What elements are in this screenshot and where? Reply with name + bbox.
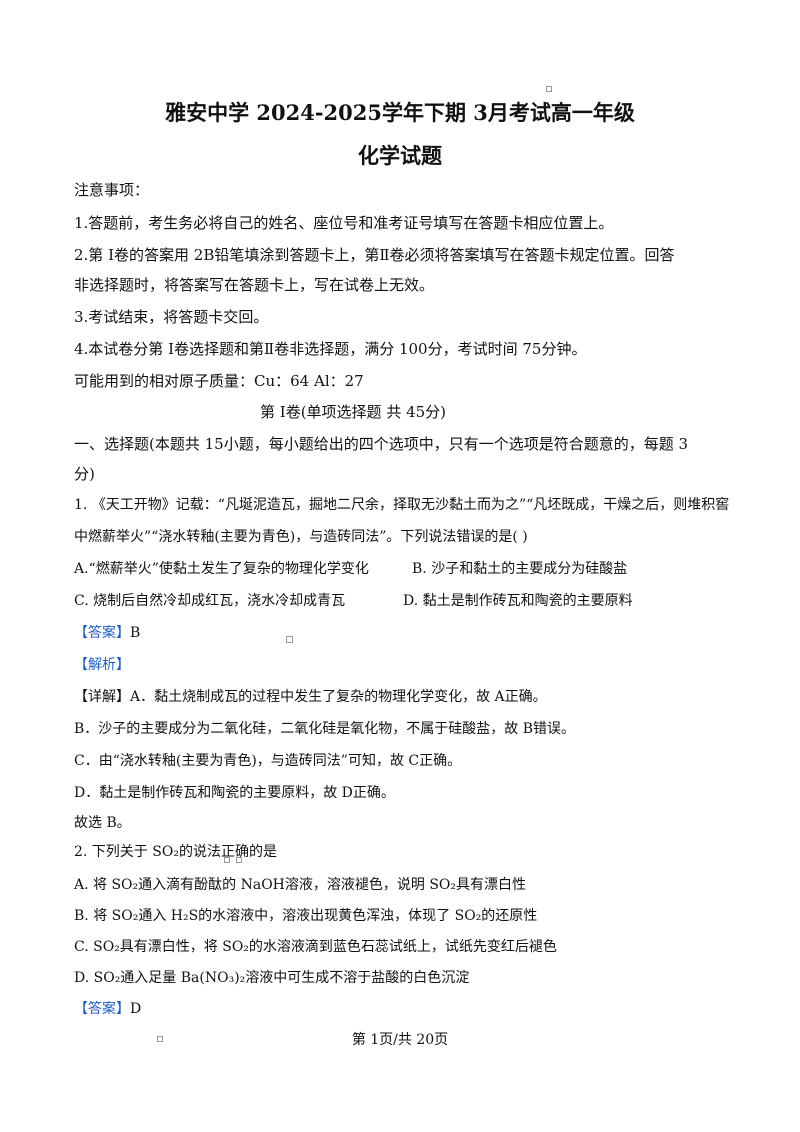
atomic-mass-note: 可能用到的相对原子质量：Cu：64 Al：27 [74,372,364,390]
q2-option-c: C. SO₂具有漂白性，将 SO₂的水溶液滴到蓝色石蕊试纸上，试纸先变红后褪色 [74,939,557,955]
q1-detail-d: D．黏土是制作砖瓦和陶瓷的主要原料，故 D正确。 [74,785,395,801]
section-heading: 第 I卷(单项选择题 共 45分) [260,403,447,421]
page-number: 第 1页/共 20页 [351,1032,449,1048]
q1-stem-cont: 中燃薪举火”“浇水转釉(主要为青色)，与造砖同法”。下列说法错误的是( ) [74,529,528,545]
q1-option-a: A.“燃薪举火”使黏土发生了复杂的物理化学变化 [74,561,369,577]
section-instructions-cont: 分) [74,465,95,483]
answer-value: D [130,1001,142,1017]
scan-mark [157,1036,163,1042]
q2-option-b: B. 将 SO₂通入 H₂S的水溶液中，溶液出现黄色浑浊，体现了 SO₂的还原性 [74,908,538,924]
notice-item-4: 4.本试卷分第 I卷选择题和第Ⅱ卷非选择题，满分 100分，考试时间 75分钟。 [74,340,587,358]
q2-option-a: A. 将 SO₂通入滴有酚酞的 NaOH溶液，溶液褪色，说明 SO₂具有漂白性 [74,877,527,893]
q1-detail-c: C．由“浇水转釉(主要为青色)，与造砖同法”可知，故 C正确。 [74,753,462,769]
q1-detail-a: 【详解】A．黏土烧制成瓦的过程中发生了复杂的物理化学变化，故 A正确。 [74,686,547,706]
notice-item-3: 3.考试结束，将答题卡交回。 [74,308,269,326]
detail-a-text: A．黏土烧制成瓦的过程中发生了复杂的物理化学变化，故 A正确。 [130,689,547,705]
q1-option-d: D. 黏土是制作砖瓦和陶瓷的主要原料 [403,593,633,609]
notice-item-2b: 非选择题时，将答案写在答题卡上，写在试卷上无效。 [74,276,435,294]
exam-title: 雅安中学 2024-2025学年下期 3月考试高一年级 [165,100,635,125]
q2-option-d: D. SO₂通入足量 Ba(NO₃)₂溶液中可生成不溶于盐酸的白色沉淀 [74,970,470,986]
answer-value: B [130,625,141,641]
exam-subtitle: 化学试题 [358,143,442,168]
q1-answer: 【答案】B [74,622,140,642]
q1-stem: 1. 《天工开物》记载：“凡埏泥造瓦，掘地二尺余，择取无沙黏土而为之”“凡坯既成… [74,497,730,513]
scan-mark [286,636,293,643]
q1-detail-b: B．沙子的主要成分为二氧化硅，二氧化硅是氧化物，不属于硅酸盐，故 B错误。 [74,721,576,737]
notice-heading: 注意事项： [74,181,150,199]
q2-answer: 【答案】D [74,998,141,1018]
notice-item-2a: 2.第 I卷的答案用 2B铅笔填涂到答题卡上，第Ⅱ卷必须将答案填写在答题卡规定位… [74,246,675,264]
section-instructions: 一、选择题(本题共 15小题，每小题给出的四个选项中，只有一个选项是符合题意的，… [74,435,689,453]
q2-stem: 2. 下列关于 SO₂的说法正确的是 [74,844,277,860]
answer-label: 【答案】 [74,625,130,641]
answer-label: 【答案】 [74,1001,130,1017]
q1-option-b: B. 沙子和黏土的主要成分为硅酸盐 [412,561,628,577]
q1-option-c: C. 烧制后自然冷却成红瓦，浇水冷却成青瓦 [74,593,346,609]
scan-mark [546,86,552,92]
scan-mark [224,857,230,863]
q1-analysis-label: 【解析】 [74,657,130,673]
notice-item-1: 1.答题前，考生务必将自己的姓名、座位号和准考证号填写在答题卡相应位置上。 [74,214,614,232]
detail-label: 【详解】 [74,689,130,705]
q1-conclusion: 故选 B。 [74,815,131,831]
scan-mark [236,857,242,863]
